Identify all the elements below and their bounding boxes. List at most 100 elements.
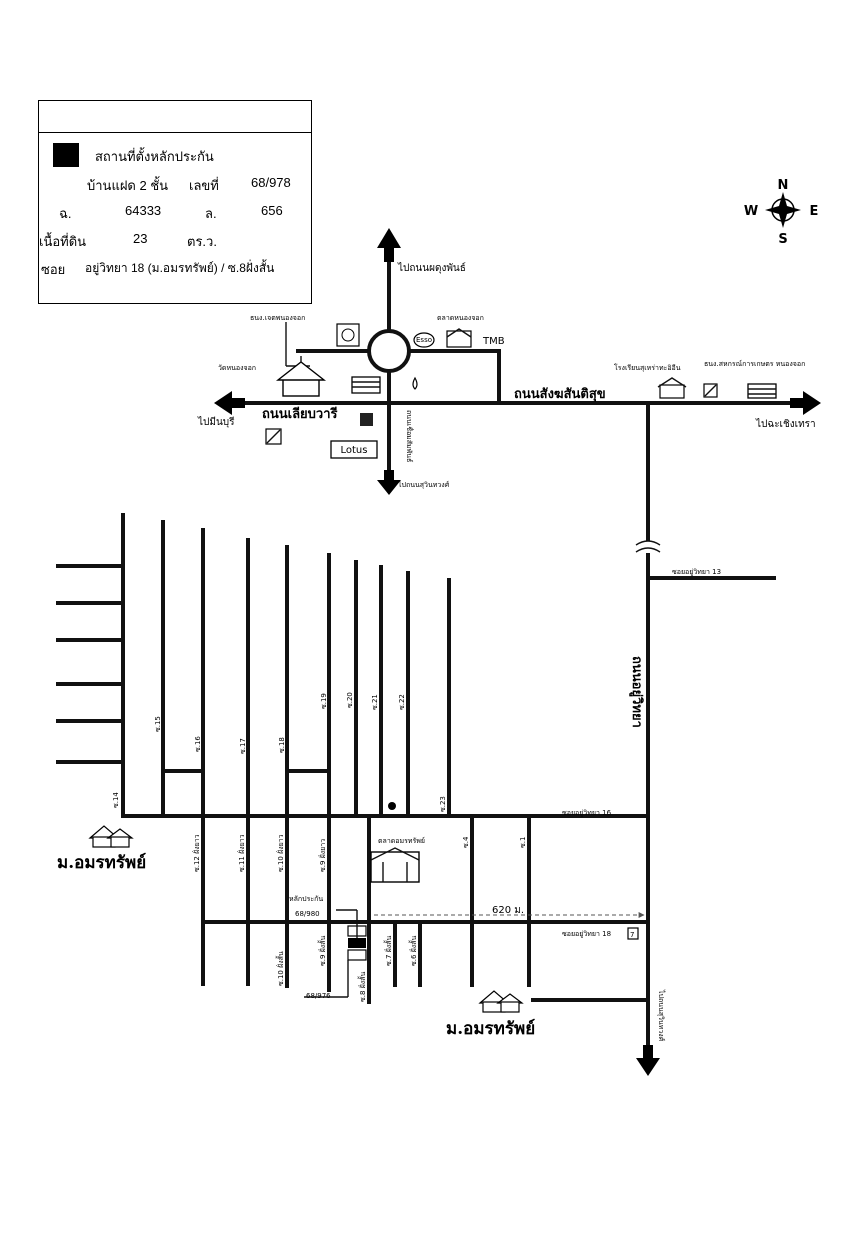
compass-e: E xyxy=(810,204,819,219)
collateral-property xyxy=(304,909,367,998)
soi-15-label: ซ.15 xyxy=(154,716,162,732)
lotus-logo-icon xyxy=(330,440,378,459)
amorn-market-label: ตลาดอมรทรัพย์ xyxy=(378,837,425,845)
gas-drop-icon xyxy=(412,376,418,390)
compass-n: N xyxy=(778,178,789,193)
roundabout xyxy=(367,329,411,373)
south-arrow-bottom-icon xyxy=(636,1045,660,1076)
soi-19-label: ซ.19 xyxy=(320,693,328,709)
number-value: 68/978 xyxy=(251,175,291,190)
soi-network xyxy=(56,513,650,1004)
esso-label: Esso xyxy=(416,336,432,344)
village-left-icon xyxy=(88,825,134,848)
office-building-icon xyxy=(351,376,381,394)
compass-rose: N S E W xyxy=(744,178,819,247)
soi-14-label: ซ.14 xyxy=(112,792,120,808)
house-type: บ้านแฝด 2 ชั้น xyxy=(87,178,169,193)
neighbor-2-label: 68/976 xyxy=(306,992,331,1000)
bank-label: ธนง.เจตพนองจอก xyxy=(250,314,305,322)
seven-eleven-icon xyxy=(627,927,639,940)
collateral-label: หลักประกัน xyxy=(289,895,323,903)
west-road-label: ถนนเลียบวารี xyxy=(262,406,338,422)
soi-21-label: ซ.21 xyxy=(371,694,379,710)
school-icon xyxy=(657,377,687,399)
seven-eleven-digit: 7 xyxy=(630,931,634,939)
soi-18-label: ซอยอยู่วิทยา 18 xyxy=(562,930,611,938)
to-south-top-label: ไปถนนสุวินทวงศ์ xyxy=(397,480,450,489)
soi-8-short-label: ซ.8 ฝั่งสั้น xyxy=(356,972,367,1002)
soi-6-short-label: ซ.6 ฝั่งสั้น xyxy=(407,936,418,966)
landmarks: ธนง.เจตพนองจอก Esso ตลาดหนองจอก TMB วัดห… xyxy=(218,314,805,459)
number-label: เลขที่ xyxy=(189,178,219,193)
soi-11-long-label: ซ.11 ฝั่งยาว xyxy=(237,834,246,872)
soi-16b-label: ซ.16 xyxy=(194,736,202,752)
small-logo-icon xyxy=(360,413,373,426)
legend-label: สถานที่ตั้งหลักประกัน xyxy=(95,149,214,164)
collateral-info-box: สถานที่ตั้งหลักประกัน บ้านแฝด 2 ชั้น เลข… xyxy=(38,100,312,304)
east-arrow-icon xyxy=(790,391,821,415)
soi-10-short-label: ซ.10 ฝั่งสั้น xyxy=(274,951,285,986)
soi-4-label: ซ.4 xyxy=(462,836,470,848)
soi-16-label: ซอยอยู่วิทยา 16 xyxy=(562,809,612,817)
west-arrow-icon xyxy=(214,391,245,415)
school-label: โรงเรียนสุเหร่าทะอิอีน xyxy=(614,363,681,372)
temple-label: วัดหนองจอก xyxy=(218,364,256,372)
mosque-dot-icon xyxy=(388,802,396,810)
soi-18b-label: ซ.18 xyxy=(278,737,286,753)
soi-label: ซอย xyxy=(41,262,66,277)
market-building-icon xyxy=(446,330,472,348)
compass-w: W xyxy=(744,204,758,219)
village-left-label: ม.อมรทรัพย์ xyxy=(57,852,146,873)
area-label: เนื้อที่ดิน xyxy=(39,234,87,249)
to-south-bottom-label: ไปถนนสุวินทวงศ์ xyxy=(657,989,666,1042)
land-no-label: ล. xyxy=(205,206,217,221)
soi-9-long-label: ซ.9 ฝั่งยาว xyxy=(318,839,327,872)
deed-label: ฉ. xyxy=(59,206,72,221)
lotus-label: Lotus xyxy=(341,445,368,456)
tmb-label: TMB xyxy=(482,336,505,347)
soi-13-label: ซอยอยู่วิทยา 13 xyxy=(672,568,721,576)
main-road-label: ถนนสังฆสันติสุข xyxy=(514,387,606,402)
road-break-mark xyxy=(635,540,661,553)
soi-value: อยู่วิทยา 18 (ม.อมรทรัพย์) / ซ.8ฝั่งสั้น xyxy=(85,261,275,275)
vertical-road-label: ถนนเชื่อมสัมพันธ์ xyxy=(405,410,414,462)
ptt-logo-icon xyxy=(703,383,718,398)
soi-7-short-label: ซ.7 ฝั่งสั้น xyxy=(382,936,393,966)
esso-logo-icon xyxy=(413,332,435,348)
coop-bank-building-icon xyxy=(747,383,777,399)
ptt-logo-2-icon xyxy=(265,428,282,445)
soi-1-label: ซ.1 xyxy=(519,837,527,848)
soi-20-label: ซ.20 xyxy=(346,692,354,708)
north-arrow-icon xyxy=(377,228,401,262)
market-north-label: ตลาดหนองจอก xyxy=(437,314,484,322)
neighbor-1-label: 68/980 xyxy=(295,910,320,918)
soi-9-short-label: ซ.9 ฝั่งสั้น xyxy=(316,936,327,966)
soi-10-long-label: ซ.10 ฝั่งยาว xyxy=(276,834,285,872)
compass-s: S xyxy=(778,232,787,247)
south-arrow-top-icon xyxy=(377,470,401,495)
area-unit: ตร.ว. xyxy=(187,234,217,249)
info-box-separator xyxy=(39,132,311,133)
soi-17-label: ซ.17 xyxy=(239,738,247,754)
to-east-label: ไปฉะเชิงเทรา xyxy=(755,418,816,430)
soi-23-label: ซ.23 xyxy=(439,796,447,812)
area-value: 23 xyxy=(133,231,148,246)
right-main-road-label: ถนนอยู่วิทยา xyxy=(629,656,644,728)
collateral-house-marker xyxy=(348,938,366,948)
collateral-legend-square xyxy=(53,143,79,167)
to-north-label: ไปถนนผดุงพันธ์ xyxy=(397,262,466,274)
to-west-label: ไปมีนบุรี xyxy=(197,416,235,428)
distance-label: 620 ม. xyxy=(492,905,524,916)
village-right-label: ม.อมรทรัพย์ xyxy=(446,1018,535,1039)
soi-22-label: ซ.22 xyxy=(398,694,406,710)
land-no-value: 656 xyxy=(261,203,283,218)
amorn-market-icon xyxy=(370,847,420,883)
main-roads xyxy=(228,246,802,1052)
coop-bank-label: ธนง.สหกรณ์การเกษตร หนองจอก xyxy=(704,360,805,368)
bank-logo-icon xyxy=(336,323,360,347)
soi-12-long-label: ซ.12 ฝั่งยาว xyxy=(192,834,201,872)
deed-value: 64333 xyxy=(125,203,162,218)
village-right-icon xyxy=(478,990,524,1013)
temple-icon xyxy=(275,356,327,397)
